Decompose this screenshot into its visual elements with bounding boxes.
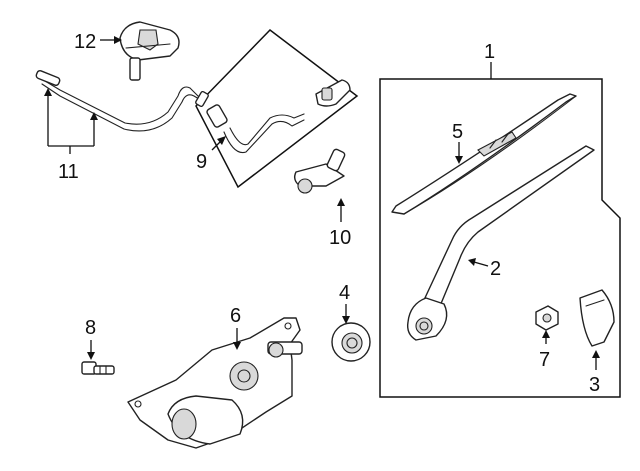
callout-1: 1 — [484, 41, 495, 63]
wiper-arm — [406, 145, 595, 341]
bolt — [81, 361, 115, 375]
hose-connector — [206, 79, 351, 154]
callout-2: 2 — [490, 258, 501, 280]
callout-8: 8 — [85, 317, 96, 339]
wiper-blade — [391, 93, 577, 215]
seal — [331, 322, 371, 362]
hose-group-box — [195, 29, 359, 189]
grommet — [293, 148, 346, 194]
washer-nozzle — [119, 21, 180, 81]
callout-7: 7 — [539, 349, 550, 371]
wiper-motor — [127, 317, 303, 449]
callout-leaders — [44, 36, 600, 370]
wiper-assembly-box — [379, 78, 621, 398]
callout-11: 11 — [58, 161, 79, 183]
callout-6: 6 — [230, 305, 241, 327]
pivot-cap — [579, 289, 615, 347]
washer-hose — [35, 70, 209, 132]
callout-12: 12 — [74, 31, 96, 53]
callout-5: 5 — [452, 121, 463, 143]
callout-10: 10 — [329, 227, 351, 249]
nut — [535, 305, 559, 331]
callout-4: 4 — [339, 282, 350, 304]
callout-9: 9 — [196, 151, 207, 173]
callout-3: 3 — [589, 374, 600, 396]
